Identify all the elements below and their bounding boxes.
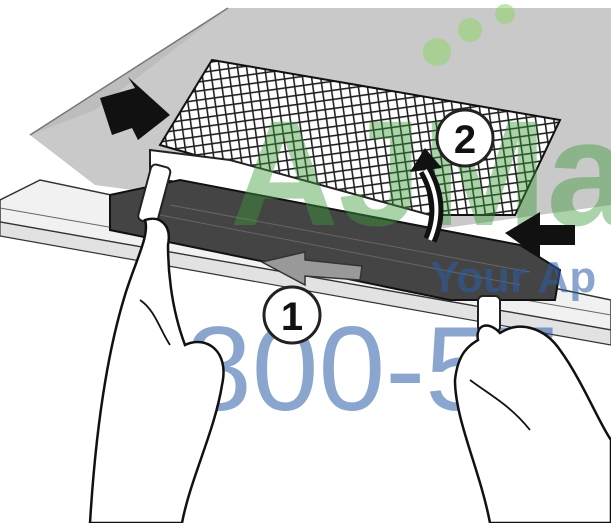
step-2-number: 2 — [454, 118, 476, 162]
right-hand — [453, 324, 611, 523]
watermark-tagline: Your Ap — [430, 253, 596, 302]
step-1-badge: 1 — [262, 285, 322, 345]
slide-arrow-icon — [259, 251, 363, 287]
push-in-arrow-icon — [505, 212, 575, 258]
left-hand — [88, 217, 225, 523]
push-arrow-icon — [100, 77, 170, 140]
lift-arrow-icon — [410, 148, 444, 243]
step-1-number: 1 — [281, 295, 303, 339]
step-2-badge: 2 — [435, 108, 495, 168]
